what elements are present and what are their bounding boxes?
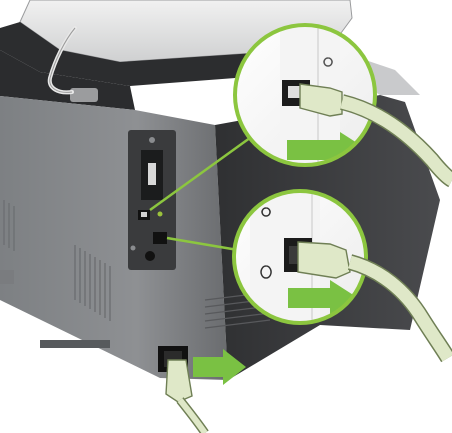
lid-hinge	[70, 88, 98, 102]
rear-panel	[0, 96, 228, 380]
interface-panel	[128, 130, 176, 270]
usb-port-inner	[141, 212, 147, 217]
panel-screw-top	[149, 137, 155, 143]
power-cable-fill	[180, 400, 205, 433]
fax-port[interactable]	[145, 251, 155, 261]
printer-foot-left	[40, 340, 110, 348]
card-slot-tab	[148, 163, 156, 185]
network-port[interactable]	[153, 232, 167, 244]
panel-screw-bottom	[131, 246, 136, 251]
side-tab	[0, 270, 14, 284]
printer-body	[0, 0, 440, 380]
panel-led	[158, 212, 163, 217]
